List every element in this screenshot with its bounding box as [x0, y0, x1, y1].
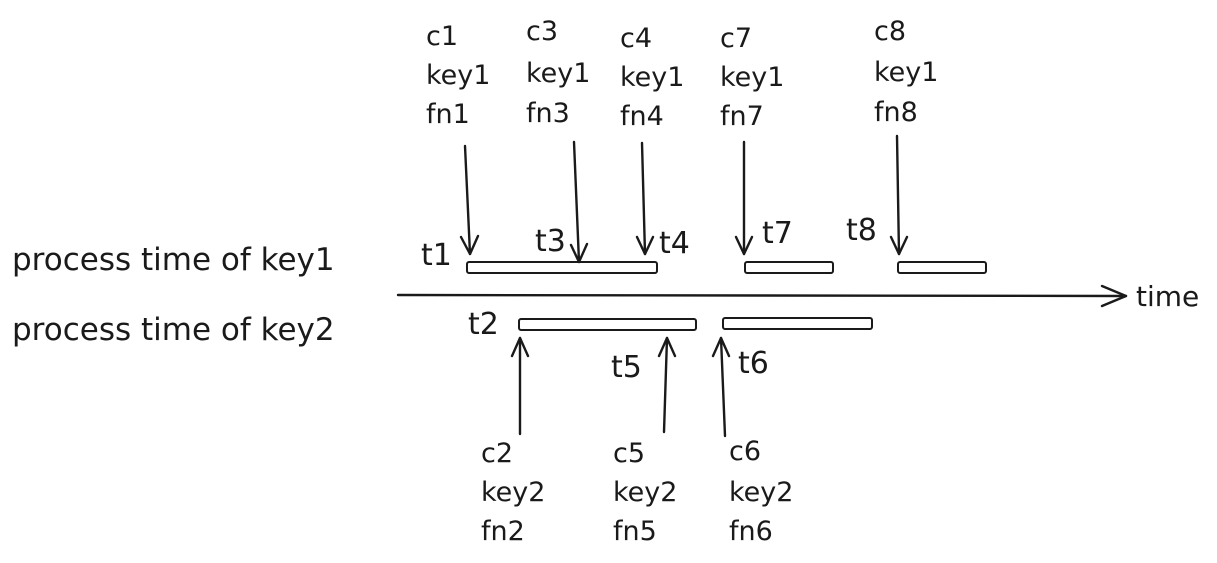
call-c4-key: key1 [620, 62, 684, 93]
call-c2: c2 key2 fn2 [481, 438, 545, 547]
call-c4-id: c4 [620, 23, 652, 54]
tick-label-t1: t1 [421, 238, 452, 273]
call-c8-fn: fn8 [874, 97, 918, 128]
tick-label-t8: t8 [846, 213, 877, 248]
call-c6: c6 key2 fn6 [729, 436, 793, 547]
call-c6-fn: fn6 [729, 516, 773, 547]
tick-label-t5: t5 [611, 350, 642, 385]
call-c8-key: key1 [874, 57, 938, 88]
call-c8: c8 key1 fn8 [874, 16, 938, 128]
call-c3-id: c3 [526, 16, 558, 47]
tick-label-t6: t6 [738, 346, 769, 381]
call-c3: c3 key1 fn3 [526, 16, 590, 129]
time-axis-line [396, 293, 1128, 298]
call-c5-key: key2 [613, 477, 677, 508]
call-c8-id: c8 [874, 16, 906, 47]
arrow-c6 [711, 336, 731, 438]
call-c1-id: c1 [426, 21, 458, 52]
key1-bar-t1-t4 [466, 261, 658, 274]
call-c2-id: c2 [481, 438, 513, 469]
arrow-c7 [734, 140, 754, 256]
call-c1-fn: fn1 [426, 99, 470, 130]
time-axis-arrowhead [1100, 284, 1128, 308]
arrow-c8 [889, 134, 909, 256]
call-c3-key: key1 [526, 58, 590, 89]
call-c5-fn: fn5 [613, 516, 657, 547]
tick-label-t2: t2 [468, 307, 499, 342]
call-c3-fn: fn3 [526, 98, 570, 129]
tick-label-t7: t7 [762, 216, 793, 251]
tick-label-t3: t3 [535, 224, 566, 259]
arrow-c1 [459, 144, 480, 256]
time-axis: time [396, 280, 1199, 313]
call-c4-fn: fn4 [620, 101, 664, 132]
call-c5-id: c5 [613, 438, 645, 469]
key1-bar-t8 [897, 261, 987, 274]
call-c7-fn: fn7 [720, 101, 764, 132]
call-c2-key: key2 [481, 477, 545, 508]
time-axis-label: time [1136, 280, 1199, 313]
call-c7-id: c7 [720, 23, 752, 54]
key2-call-arrows [510, 336, 731, 438]
arrow-c3 [569, 140, 589, 264]
call-c6-key: key2 [729, 477, 793, 508]
row-label-key2: process time of key2 [12, 312, 335, 348]
key2-process-bars [518, 317, 873, 331]
call-c7-key: key1 [720, 62, 784, 93]
call-c2-fn: fn2 [481, 516, 525, 547]
call-c4: c4 key1 fn4 [620, 23, 684, 132]
arrow-c5 [657, 336, 677, 434]
call-c5: c5 key2 fn5 [613, 438, 677, 547]
row-label-key1: process time of key1 [12, 242, 335, 278]
arrow-c4 [635, 141, 655, 256]
tick-labels: t1 t3 t4 t7 t8 t2 t5 t6 [421, 213, 877, 385]
key2-bar-t6 [722, 317, 873, 330]
key2-bar-t2-t5 [518, 318, 697, 331]
key1-call-arrows [459, 134, 909, 264]
arrow-c2 [510, 336, 530, 436]
call-c1-key: key1 [426, 60, 490, 91]
call-c1: c1 key1 fn1 [426, 21, 490, 130]
tick-label-t4: t4 [659, 226, 690, 261]
key1-bar-t7 [744, 261, 834, 274]
key1-process-bars [466, 261, 987, 274]
call-c6-id: c6 [729, 436, 761, 467]
call-c7: c7 key1 fn7 [720, 23, 784, 132]
